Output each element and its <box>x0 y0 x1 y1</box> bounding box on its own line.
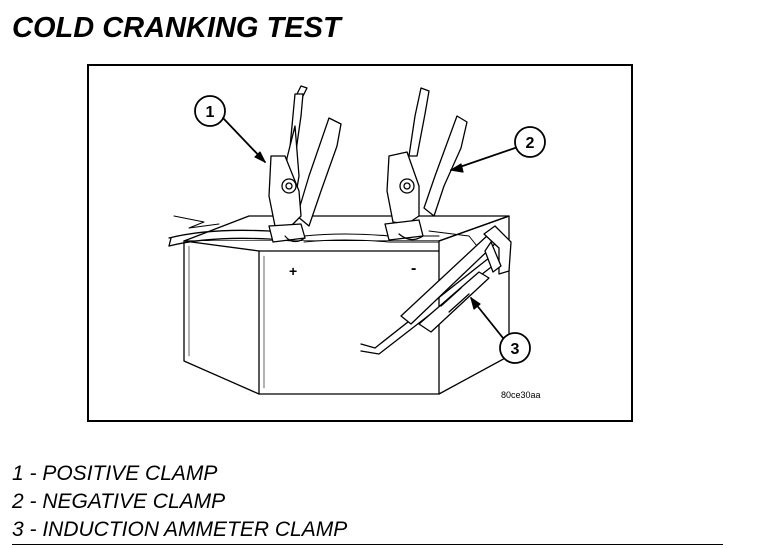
negative-clamp <box>384 87 468 241</box>
legend-item-induction-ammeter-clamp: 3 - INDUCTION AMMETER CLAMP <box>12 518 348 541</box>
svg-text:1: 1 <box>206 104 215 121</box>
legend: 1 - POSITIVE CLAMP 2 - NEGATIVE CLAMP 3 … <box>12 460 347 544</box>
positive-terminal-mark: + <box>289 263 297 279</box>
negative-terminal-mark: - <box>411 260 416 277</box>
callout-1: 1 <box>194 95 266 163</box>
diagram-figure: + - <box>87 64 633 422</box>
page-title: COLD CRANKING TEST <box>12 12 341 44</box>
bottom-divider <box>12 544 723 545</box>
battery-cable <box>168 215 478 247</box>
svg-text:3: 3 <box>511 341 520 358</box>
callout-2: 2 <box>450 126 546 173</box>
positive-clamp <box>268 85 342 243</box>
legend-item-positive-clamp: 1 - POSITIVE CLAMP <box>12 462 218 485</box>
figure-code: 80ce30aa <box>501 390 541 400</box>
battery <box>183 215 510 395</box>
callout-3: 3 <box>470 297 531 364</box>
battery-clamp-illustration: + - <box>168 85 546 400</box>
svg-text:2: 2 <box>526 135 535 152</box>
induction-ammeter-clamp <box>360 225 512 355</box>
legend-item-negative-clamp: 2 - NEGATIVE CLAMP <box>12 490 226 513</box>
